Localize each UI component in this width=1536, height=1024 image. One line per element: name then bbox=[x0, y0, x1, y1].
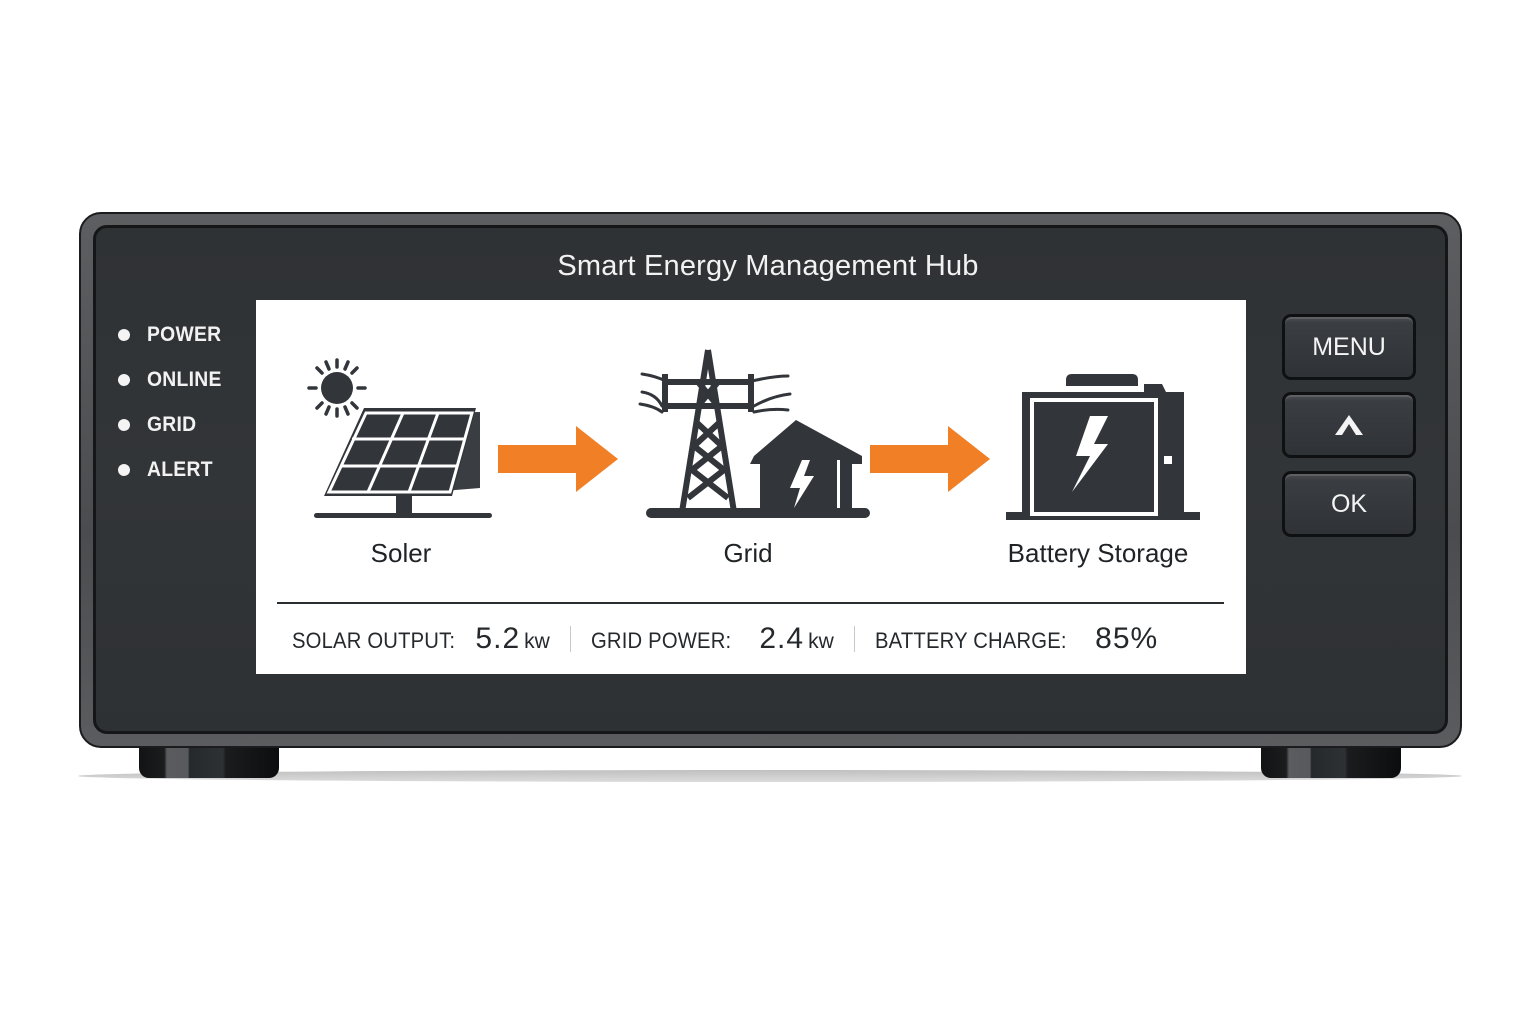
stat-battery-charge: BATTERY CHARGE: 85% bbox=[875, 622, 1158, 656]
alert-led-icon bbox=[118, 463, 130, 476]
indicator-online: ONLINE bbox=[118, 357, 228, 402]
power-grid-icon bbox=[638, 349, 870, 518]
indicator-label: ONLINE bbox=[147, 367, 222, 391]
status-indicators: POWER ONLINE GRID ALERT bbox=[118, 312, 228, 492]
indicator-alert: ALERT bbox=[118, 447, 228, 492]
chevron-up-icon bbox=[1335, 415, 1363, 435]
indicator-label: GRID bbox=[147, 412, 197, 436]
battery-storage-icon bbox=[1006, 374, 1200, 520]
indicator-label: POWER bbox=[147, 322, 222, 346]
display-screen: Soler Grid bbox=[256, 300, 1246, 674]
right-foot bbox=[1261, 742, 1401, 778]
stat-unit: kw bbox=[524, 630, 550, 653]
device-shadow bbox=[78, 770, 1462, 782]
stat-grid-power: GRID POWER: 2.4 kw bbox=[591, 622, 834, 656]
up-button[interactable] bbox=[1282, 392, 1416, 458]
stat-separator bbox=[569, 626, 571, 652]
left-foot bbox=[139, 742, 279, 778]
stats-bar: SOLAR OUTPUT: 5.2 kw GRID POWER: 2.4 kw … bbox=[292, 618, 1158, 660]
indicator-grid: GRID bbox=[118, 402, 228, 447]
stat-value: 85% bbox=[1095, 622, 1159, 655]
indicator-label: ALERT bbox=[147, 457, 213, 481]
stat-unit: kw bbox=[808, 630, 834, 653]
indicator-power: POWER bbox=[118, 312, 228, 357]
flow-arrow-icon bbox=[498, 426, 618, 492]
screen-divider bbox=[277, 602, 1224, 604]
power-led-icon bbox=[118, 328, 130, 341]
stat-solar-output: SOLAR OUTPUT: 5.2 kw bbox=[292, 622, 550, 656]
stat-label: BATTERY CHARGE: bbox=[874, 628, 1067, 653]
solar-panel-icon bbox=[307, 358, 492, 518]
online-led-icon bbox=[118, 373, 130, 386]
flow-arrow-icon bbox=[870, 426, 990, 492]
stat-label: SOLAR OUTPUT: bbox=[292, 628, 456, 653]
menu-button[interactable]: MENU bbox=[1282, 314, 1416, 380]
stat-value: 5.2 bbox=[475, 622, 521, 655]
device-title: Smart Energy Management Hub bbox=[557, 250, 979, 282]
flow-label-battery: Battery Storage bbox=[1007, 538, 1189, 568]
flow-label-solar: Soler bbox=[370, 538, 432, 568]
stat-value: 2.4 bbox=[759, 622, 805, 655]
flow-label-grid: Grid bbox=[723, 538, 773, 568]
ok-button[interactable]: OK bbox=[1282, 471, 1416, 537]
grid-led-icon bbox=[118, 418, 130, 431]
stat-separator bbox=[853, 626, 855, 652]
stat-label: GRID POWER: bbox=[590, 628, 732, 653]
